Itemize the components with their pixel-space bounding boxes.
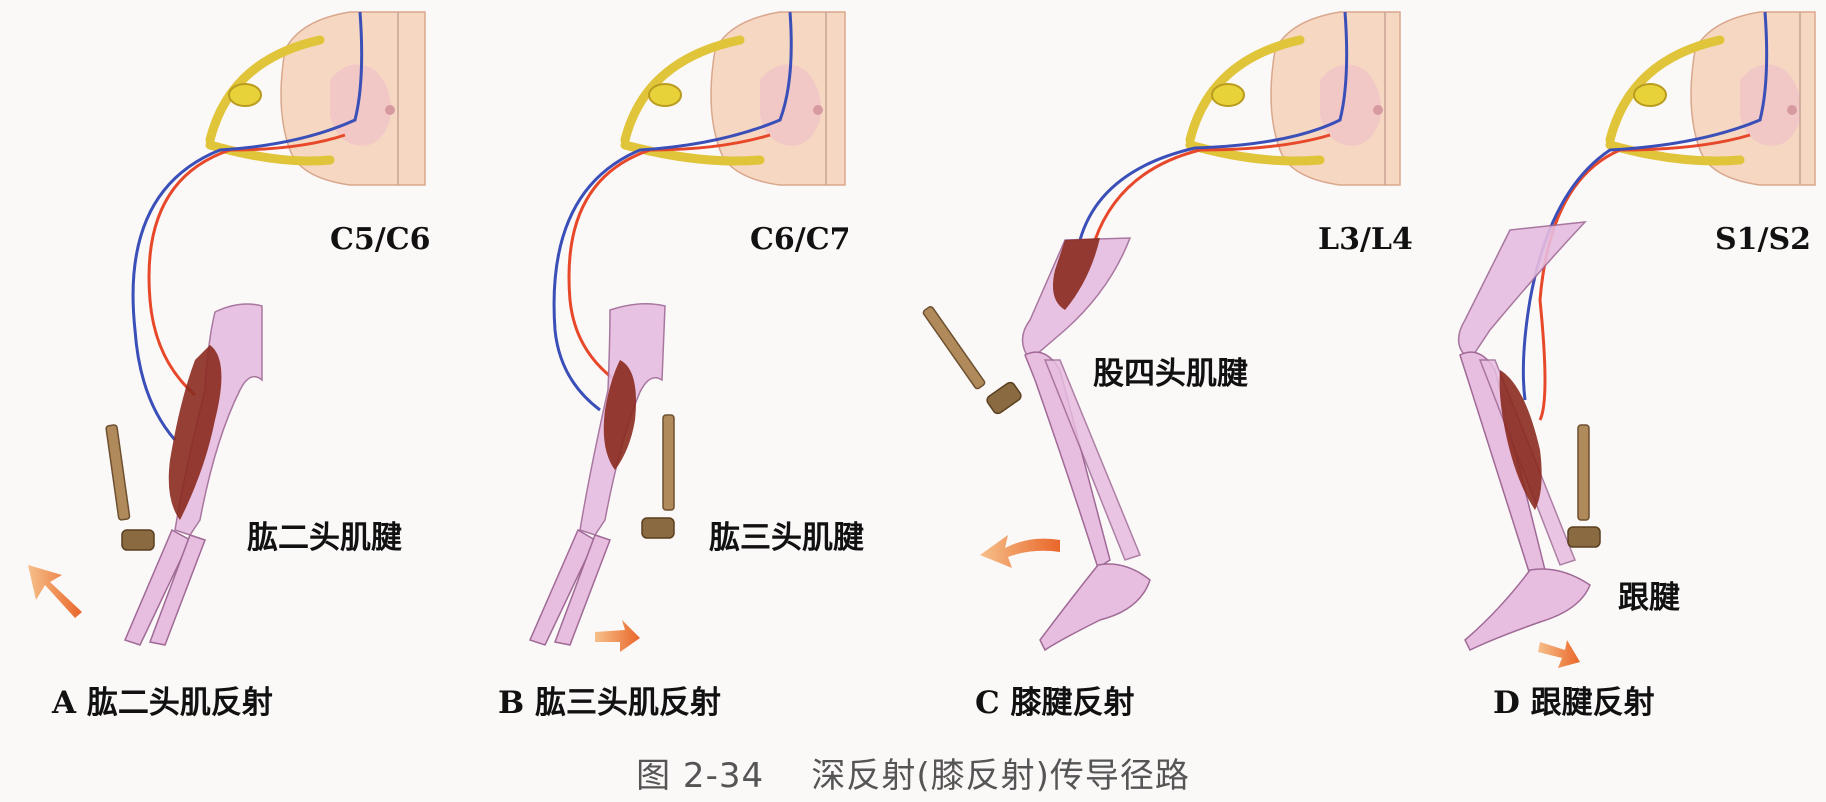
panel-label-c: C 膝腱反射 [975, 685, 1135, 721]
afferent-nerve [567, 133, 771, 382]
segment-label-a: C5/C6 [330, 222, 431, 257]
panel-d [1457, 11, 1816, 668]
leg-bones [1021, 237, 1151, 652]
panel-c [922, 11, 1401, 652]
panel-label-b: B 肱三头肌反射 [498, 685, 721, 721]
quadriceps-muscle [1052, 238, 1100, 310]
movement-arrow [28, 565, 82, 618]
tendon-label-b: 肱三头肌腱 [709, 520, 864, 556]
afferent-nerve [1538, 133, 1751, 421]
calf-muscle [1499, 370, 1542, 510]
triceps-muscle [603, 360, 636, 470]
segment-label-d: S1/S2 [1715, 222, 1812, 257]
tendon-label-d: 跟腱 [1618, 580, 1680, 616]
afferent-nerve [1093, 133, 1331, 241]
figure-number: 图 2-34 [636, 756, 765, 796]
biceps-muscle [168, 345, 222, 520]
figure-title: 深反射(膝反射)传导径路 [811, 756, 1190, 796]
tendon-label-c: 股四头肌腱 [1093, 356, 1248, 392]
efferent-nerve [131, 11, 364, 441]
reflex-hammer [1567, 424, 1601, 548]
panel-label-d: D 跟腱反射 [1493, 685, 1655, 721]
arm-bones [528, 303, 666, 646]
segment-label-c: L3/L4 [1318, 222, 1413, 257]
panel-label-a: A 肱二头肌反射 [52, 685, 273, 721]
movement-arrow [980, 535, 1060, 568]
panel-a [28, 11, 426, 646]
afferent-nerve [147, 133, 346, 397]
reflex-hammer [922, 306, 1022, 415]
movement-arrow [1538, 640, 1580, 668]
movement-arrow [595, 620, 640, 652]
efferent-nerve [1078, 11, 1349, 241]
figure-caption: 图 2-34 深反射(膝反射)传导径路 [0, 748, 1826, 797]
segment-label-b: C6/C7 [750, 222, 851, 257]
reflex-hammer [105, 424, 155, 551]
reflex-hammer [641, 414, 675, 539]
panel-b [528, 11, 846, 652]
tendon-label-a: 肱二头肌腱 [247, 520, 402, 556]
efferent-nerve [552, 11, 793, 412]
efferent-nerve [1521, 11, 1769, 401]
